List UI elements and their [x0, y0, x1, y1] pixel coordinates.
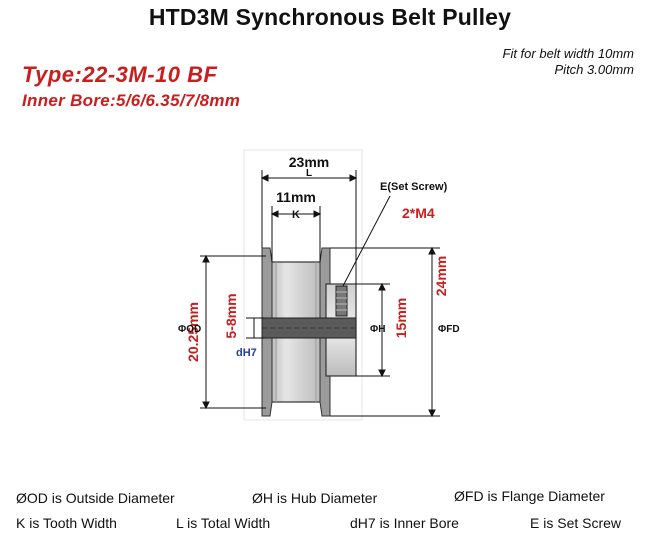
belt-width-note: Fit for belt width 10mm — [502, 46, 635, 61]
hub-diameter-value: 15mm — [393, 298, 409, 338]
set-screw-label: E(Set Screw) — [380, 181, 448, 193]
total-width-value: 23mm — [289, 154, 329, 170]
flange-diameter-symbol: ΦFD — [438, 324, 460, 335]
inner-bore — [261, 317, 357, 339]
belt-spec-note: Fit for belt width 10mm Pitch 3.00mm — [503, 46, 635, 78]
outside-diameter-value: 20.25mm — [185, 302, 201, 362]
legend-fd: ØFD is Flange Diameter — [454, 488, 605, 504]
legend-od: ØOD is Outside Diameter — [16, 490, 175, 506]
inner-bore-label: Inner Bore:5/6/6.35/7/8mm — [22, 91, 241, 110]
set-screw — [335, 285, 348, 317]
type-label: Type:22-3M-10 BF — [22, 62, 218, 87]
hub-diameter-symbol: ΦH — [370, 324, 385, 335]
bore-range-value: 5-8mm — [223, 293, 239, 338]
legend-k: K is Tooth Width — [16, 515, 117, 531]
set-screw-count: 2*M4 — [402, 205, 435, 221]
outside-diameter-symbol: ΦOD — [178, 324, 201, 335]
total-width-symbol: L — [306, 168, 312, 179]
set-screw-leader — [342, 195, 391, 287]
legend-dh7: dH7 is Inner Bore — [350, 515, 459, 531]
legend-l: L is Total Width — [176, 515, 271, 531]
pulley-body — [261, 247, 357, 417]
pitch-note: Pitch 3.00mm — [554, 62, 634, 77]
flange-diameter-value: 24mm — [433, 256, 449, 296]
legend-e: E is Set Screw — [530, 515, 622, 531]
tooth-width-symbol: K — [292, 209, 300, 221]
image-frame — [243, 149, 363, 421]
diagram-title: HTD3M Synchronous Belt Pulley — [148, 4, 512, 30]
tooth-width-value: 11mm — [276, 189, 316, 205]
legend-h: ØH is Hub Diameter — [252, 490, 378, 506]
bore-symbol: dH7 — [236, 347, 257, 359]
